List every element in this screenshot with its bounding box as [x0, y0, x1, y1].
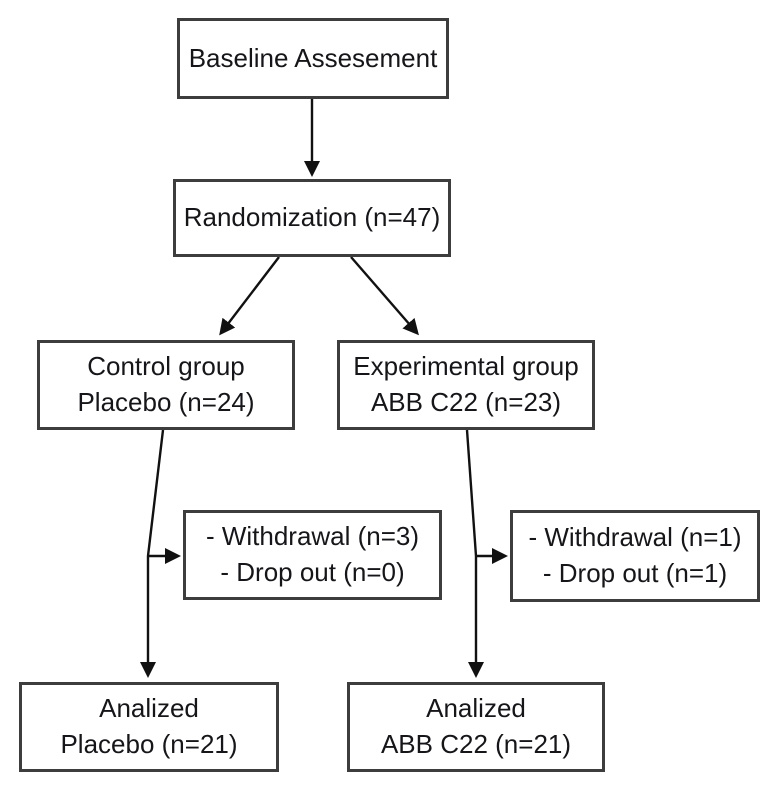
arrow-experimental-to-analyzed: [465, 429, 484, 678]
node-experimental-analyzed-count: ABB C22 (n=21): [380, 729, 572, 759]
node-control-group-count: Placebo (n=24): [77, 387, 255, 417]
node-baseline-assessment-label: Baseline Assesement: [188, 42, 438, 73]
node-experimental-exclusions-withdrawal: - Withdrawal (n=1): [528, 522, 742, 553]
node-control-analyzed: Analized Placebo (n=21): [19, 682, 279, 772]
node-control-exclusions-dropout: - Drop out (n=0): [220, 557, 405, 587]
node-control-analyzed-title: Analized: [99, 693, 199, 724]
node-experimental-analyzed: Analized ABB C22 (n=21): [347, 682, 605, 772]
node-experimental-group: Experimental group ABB C22 (n=23): [337, 340, 595, 430]
node-experimental-exclusions: - Withdrawal (n=1) - Drop out (n=1): [510, 510, 760, 602]
node-control-exclusions-withdrawal: - Withdrawal (n=3): [205, 521, 420, 552]
node-control-analyzed-count: Placebo (n=21): [60, 729, 238, 759]
node-control-exclusions: - Withdrawal (n=3) - Drop out (n=0): [183, 510, 442, 600]
node-experimental-exclusions-dropout: - Drop out (n=1): [542, 558, 728, 588]
node-control-group-title: Control group: [87, 351, 245, 382]
arrow-randomization-to-control: [219, 256, 280, 336]
node-control-group: Control group Placebo (n=24): [37, 340, 295, 430]
node-randomization: Randomization (n=47): [173, 179, 451, 257]
arrow-randomization-to-experimental: [350, 256, 419, 336]
node-baseline-assessment: Baseline Assesement: [177, 18, 449, 99]
node-experimental-group-title: Experimental group: [353, 351, 579, 382]
node-experimental-analyzed-title: Analized: [426, 693, 526, 724]
node-experimental-group-count: ABB C22 (n=23): [370, 387, 562, 417]
node-randomization-label: Randomization (n=47): [183, 202, 441, 233]
arrow-control-to-analyzed: [140, 429, 165, 678]
